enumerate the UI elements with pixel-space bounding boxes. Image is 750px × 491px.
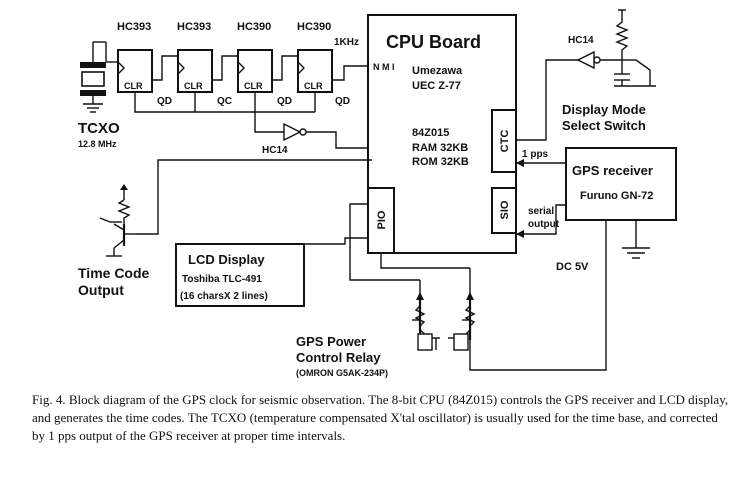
counter-2-clr: CLR bbox=[184, 81, 203, 91]
block-diagram: TCXO 12.8 MHz HC393 CLR HC393 CLR HC390 … bbox=[78, 9, 677, 378]
counter-3: HC390 CLR bbox=[237, 21, 273, 93]
relay-circuit bbox=[412, 268, 476, 355]
lcd-title: LCD Display bbox=[188, 252, 265, 267]
lcd-display-box bbox=[175, 243, 305, 307]
gps-model: Furuno GN-72 bbox=[580, 190, 653, 202]
pio-label: PIO bbox=[376, 210, 388, 229]
counter-4-clr: CLR bbox=[304, 81, 323, 91]
output-frequency: 1KHz bbox=[334, 37, 359, 48]
cpu-board-title: CPU Board bbox=[386, 32, 481, 52]
counter-3-clr: CLR bbox=[244, 81, 263, 91]
cpu-maker: Umezawa bbox=[412, 65, 463, 77]
display-mode-line1: Display Mode bbox=[562, 102, 646, 117]
pio-block bbox=[367, 187, 395, 254]
relay-model: (OMRON G5AK-234P) bbox=[296, 368, 388, 378]
cpu-chip: 84Z015 bbox=[412, 127, 449, 139]
counter-2: HC393 CLR bbox=[177, 21, 213, 93]
serial-label-2: output bbox=[528, 219, 560, 230]
counter-4-chip: HC390 bbox=[297, 21, 331, 33]
time-code-line1: Time Code bbox=[78, 265, 150, 281]
counter-1-chip: HC393 bbox=[117, 21, 151, 33]
counter-1-clr: CLR bbox=[124, 81, 143, 91]
ctc-label: CTC bbox=[499, 130, 511, 153]
counter-1: HC393 CLR bbox=[117, 21, 153, 93]
counter-4: HC390 CLR bbox=[297, 21, 333, 93]
counter-1-output: QD bbox=[157, 96, 172, 107]
pps-label: 1 pps bbox=[522, 149, 549, 160]
sio-label: SIO bbox=[499, 200, 511, 219]
sio-block bbox=[491, 187, 517, 234]
counter-3-chip: HC390 bbox=[237, 21, 271, 33]
cpu-ram: RAM 32KB bbox=[412, 142, 468, 154]
lcd-spec: (16 charsX 2 lines) bbox=[180, 291, 268, 302]
relay-line1: GPS Power bbox=[296, 334, 366, 349]
tcxo-label: TCXO bbox=[78, 120, 120, 137]
lcd-model: Toshiba TLC-491 bbox=[182, 274, 262, 285]
counter-3-output: QD bbox=[277, 96, 292, 107]
time-code-line2: Output bbox=[78, 282, 124, 298]
time-code-transistor bbox=[99, 184, 136, 257]
gps-title: GPS receiver bbox=[572, 163, 653, 178]
tcxo-frequency: 12.8 MHz bbox=[78, 139, 117, 149]
ctc-block bbox=[491, 109, 517, 173]
clr-inverter bbox=[254, 112, 372, 149]
counter-2-output: QC bbox=[217, 96, 232, 107]
clr-inverter-label: HC14 bbox=[262, 145, 288, 156]
figure-caption: Fig. 4. Block diagram of the GPS clock f… bbox=[32, 392, 729, 443]
mode-switch bbox=[614, 9, 656, 87]
counter-2-chip: HC393 bbox=[177, 21, 211, 33]
serial-label-1: serial bbox=[528, 206, 554, 217]
cpu-rom: ROM 32KB bbox=[412, 156, 469, 168]
gps-power-label: DC 5V bbox=[556, 261, 589, 273]
relay-line2: Control Relay bbox=[296, 350, 381, 365]
cpu-model: UEC Z-77 bbox=[412, 80, 461, 92]
gps-receiver-box bbox=[565, 147, 677, 221]
display-mode-line2: Select Switch bbox=[562, 118, 646, 133]
mode-inverter bbox=[576, 50, 622, 70]
nmi-label: N M I bbox=[373, 62, 395, 72]
tcxo-crystal bbox=[80, 41, 118, 113]
counter-4-output: QD bbox=[335, 96, 350, 107]
mode-inverter-label: HC14 bbox=[568, 35, 594, 46]
